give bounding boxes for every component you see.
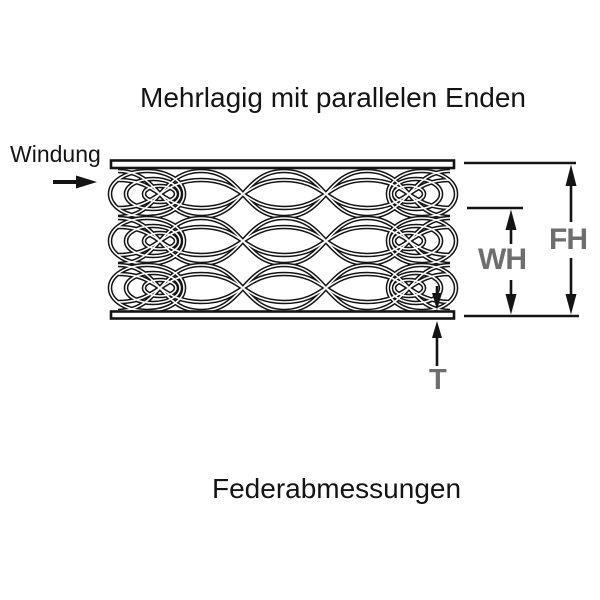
top-plate [109,159,456,170]
fh-label: FH [549,223,588,256]
wave-spring-coils [110,171,456,311]
windung-label: Windung [10,141,101,167]
t-dimension-arrows [432,286,442,366]
windung-arrow-icon [53,175,97,189]
page-title: Mehrlagig mit parallelen Enden [140,82,526,113]
t-label: T [429,364,447,396]
bottom-plate [109,310,456,320]
caption: Federabmessungen [212,473,462,504]
fh-dimension-line [565,164,577,315]
wh-label: WH [478,243,527,276]
wh-dimension-line [505,209,517,315]
